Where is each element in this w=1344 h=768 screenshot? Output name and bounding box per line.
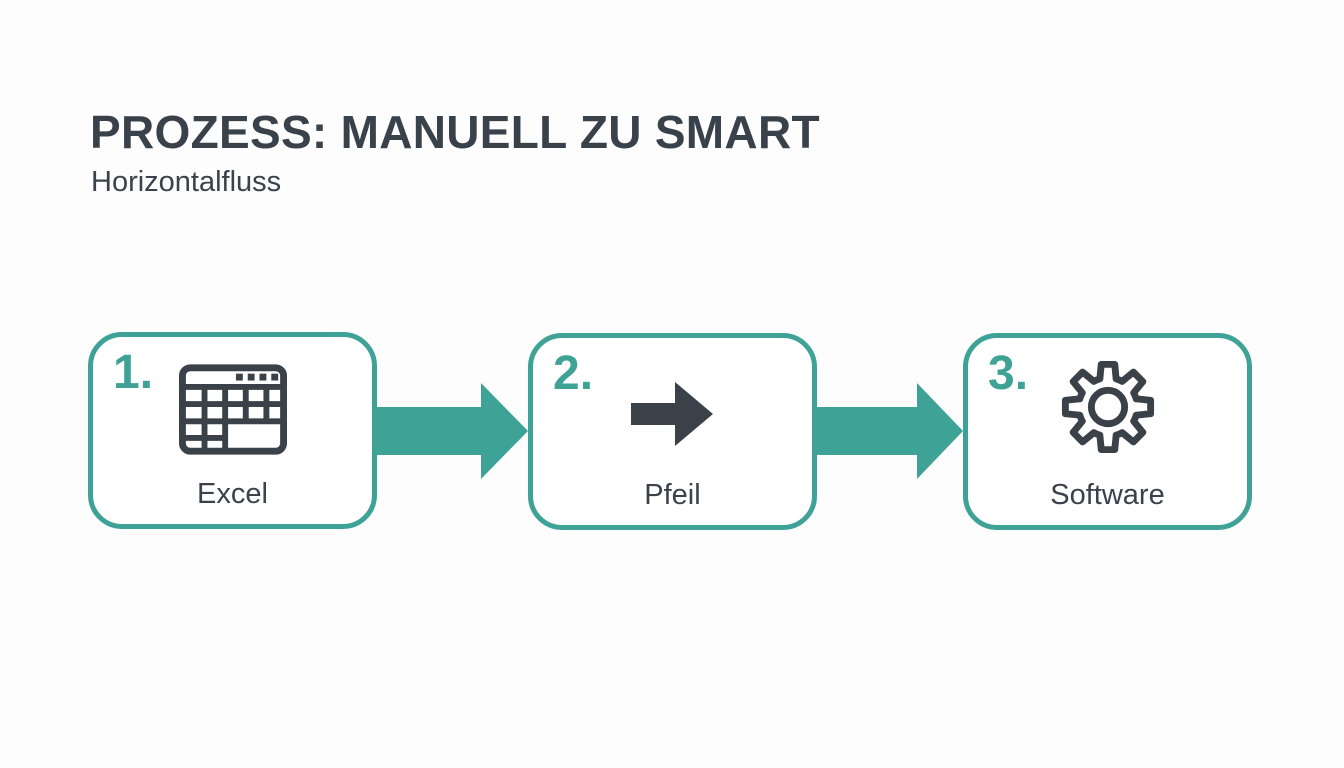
step-number: 2. (553, 347, 594, 400)
flow-arrow-icon (377, 383, 528, 479)
flow-arrow-icon (817, 383, 963, 479)
flow-arrow-icon (377, 383, 528, 479)
step-box-software: 3. Software (963, 333, 1252, 530)
gear-icon (1059, 358, 1157, 456)
arrow-right-icon (630, 382, 713, 446)
step-number: 3. (988, 347, 1029, 400)
spreadsheet-icon (178, 364, 287, 455)
step-box-pfeil: 2. Pfeil (528, 333, 817, 530)
flow-arrow-icon (817, 383, 963, 479)
page-subtitle: Horizontalfluss (91, 166, 282, 198)
step-label: Software (1050, 479, 1165, 511)
step-label: Excel (197, 478, 268, 510)
arrow-right-icon (630, 380, 715, 448)
spreadsheet-icon (178, 364, 287, 455)
gear-icon (1061, 360, 1154, 454)
step-box-excel: 1. (88, 332, 377, 529)
page-title: PROZESS: MANUELL ZU SMART (90, 106, 820, 158)
step-label: Pfeil (644, 479, 701, 511)
step-number: 1. (113, 346, 154, 399)
